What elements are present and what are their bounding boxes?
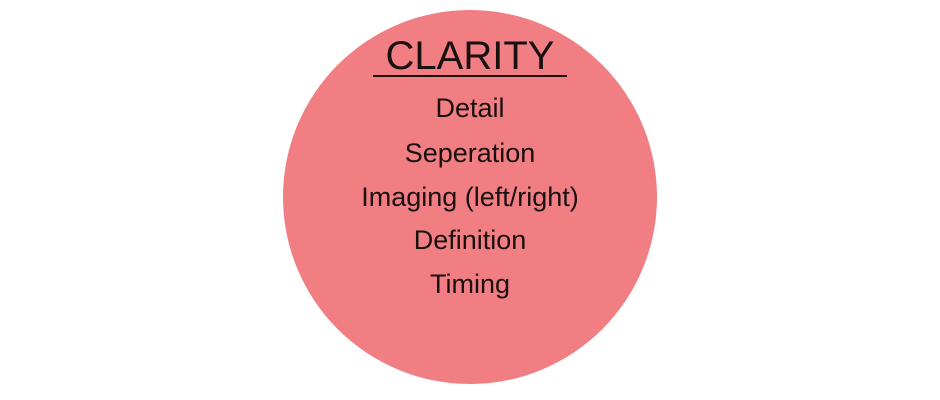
list-item: Seperation — [404, 138, 536, 168]
clarity-circle — [283, 10, 657, 384]
title-underline — [373, 75, 567, 77]
list-item: Definition — [413, 225, 527, 255]
list-item: Detail — [435, 93, 505, 123]
list-item: Timing — [429, 269, 510, 299]
list-item: Imaging (left/right) — [361, 182, 579, 212]
diagram-title: CLARITY — [385, 34, 555, 78]
